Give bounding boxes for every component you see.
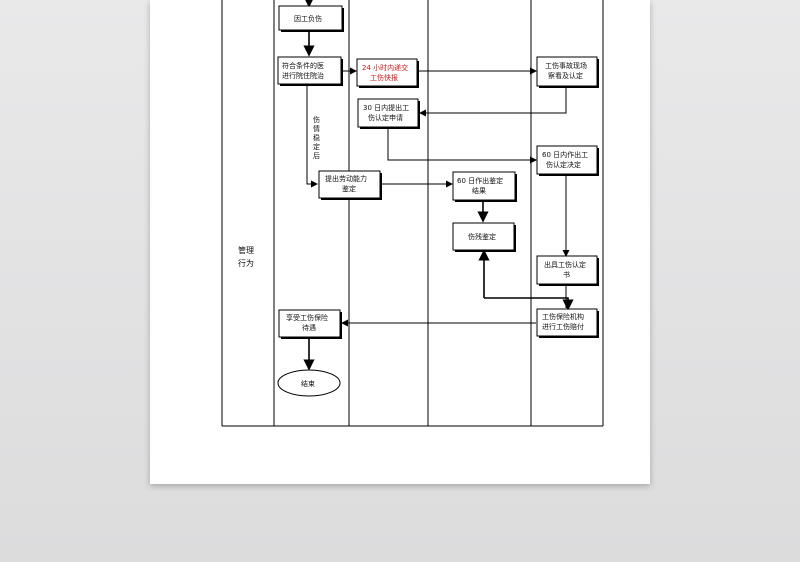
node-survey-line1: 工伤事故现场	[545, 61, 587, 70]
node-report-line2: 工伤快报	[370, 73, 398, 82]
node-pay-line2: 进行工伤赔付	[542, 322, 584, 331]
node-apply-line1: 30 日内提出工	[363, 103, 409, 112]
node-enjoy: 享受工伤保险 待遇	[278, 309, 342, 339]
node-conclude-line1: 60 日作出鉴定	[457, 176, 503, 185]
node-decide-line1: 60 日内作出工	[542, 150, 588, 159]
node-disability: 伤残鉴定	[452, 222, 516, 252]
node-assess-line2: 鉴定	[342, 184, 356, 193]
side-label: 伤 情 稳 定 后	[313, 115, 320, 160]
node-enjoy-line1: 享受工伤保险	[286, 313, 328, 322]
node-end: 结束	[277, 369, 341, 397]
node-apply-line2: 伤认定申请	[368, 113, 403, 122]
node-treat-line2: 进行院住院治	[282, 71, 324, 80]
node-survey-line2: 察看及认定	[548, 71, 583, 80]
node-decide-line2: 伤认定决定	[546, 160, 581, 169]
flowchart: 管理 行为 因工负伤	[221, 0, 604, 427]
node-end-label: 结束	[301, 379, 315, 388]
node-conclude: 60 日作出鉴定 结果	[452, 171, 517, 202]
node-pay: 工伤保险机构 进行工伤赔付	[536, 308, 599, 338]
side-label-char-2: 情	[313, 124, 320, 133]
node-conclude-line2: 结果	[472, 186, 486, 195]
node-survey: 工伤事故现场 察看及认定	[536, 56, 599, 88]
node-pay-line1: 工伤保险机构	[542, 312, 584, 321]
lane-label-line2: 行为	[238, 258, 254, 268]
lane-label-line1: 管理	[238, 245, 254, 255]
document-page: 管理 行为 因工负伤	[150, 0, 650, 484]
node-assess-line1: 提出劳动能力	[325, 174, 367, 183]
node-cert-line1: 出具工伤认定	[544, 260, 586, 269]
side-label-char-5: 后	[313, 151, 320, 160]
side-label-char-3: 稳	[313, 133, 320, 142]
node-treat-line1: 符合条件的医	[282, 61, 324, 70]
node-assess: 提出劳动能力 鉴定	[318, 170, 382, 200]
node-report: 24 小时内递交 工伤快报	[356, 58, 419, 88]
node-injury: 因工负伤	[278, 5, 344, 32]
node-treat: 符合条件的医 进行院住院治	[277, 56, 343, 86]
node-disability-label: 伤残鉴定	[468, 232, 496, 241]
node-cert-line2: 书	[563, 270, 570, 279]
side-label-char-1: 伤	[313, 115, 320, 124]
side-label-char-4: 定	[313, 142, 320, 151]
node-cert: 出具工伤认定 书	[536, 255, 599, 286]
node-injury-label: 因工负伤	[294, 14, 322, 23]
connectors	[303, 0, 574, 371]
node-report-line1: 24 小时内递交	[362, 63, 408, 72]
node-apply: 30 日内提出工 伤认定申请	[357, 98, 420, 129]
node-decide: 60 日内作出工 伤认定决定	[536, 145, 599, 176]
node-enjoy-line2: 待遇	[302, 323, 316, 332]
